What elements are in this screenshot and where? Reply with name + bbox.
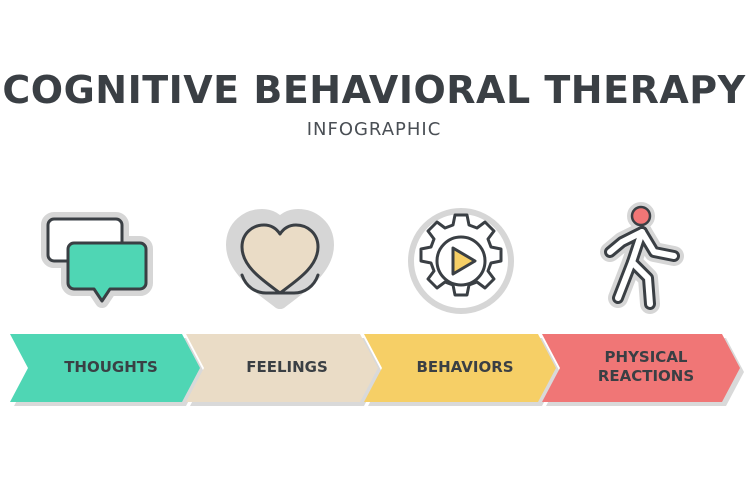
page-subtitle: INFOGRAPHIC (306, 119, 442, 140)
process-arrows (0, 332, 748, 408)
step-label-thoughts: THOUGHTS (64, 357, 158, 376)
behaviors-arrow (364, 334, 556, 402)
physical-reactions-arrow (542, 334, 740, 402)
step-label-physical-reactions: PHYSICAL REACTIONS (597, 348, 695, 385)
speech-bubbles-icon (40, 205, 156, 321)
step-label-behaviors: BEHAVIORS (416, 357, 514, 376)
page-title: COGNITIVE BEHAVIORAL THERAPY (2, 68, 746, 112)
thoughts-arrow (10, 334, 200, 402)
feelings-arrow (186, 334, 378, 402)
gear-play-icon (403, 203, 519, 319)
running-person-icon (588, 200, 704, 316)
heart-icon (222, 205, 338, 321)
step-label-feelings: FEELINGS (246, 357, 328, 376)
